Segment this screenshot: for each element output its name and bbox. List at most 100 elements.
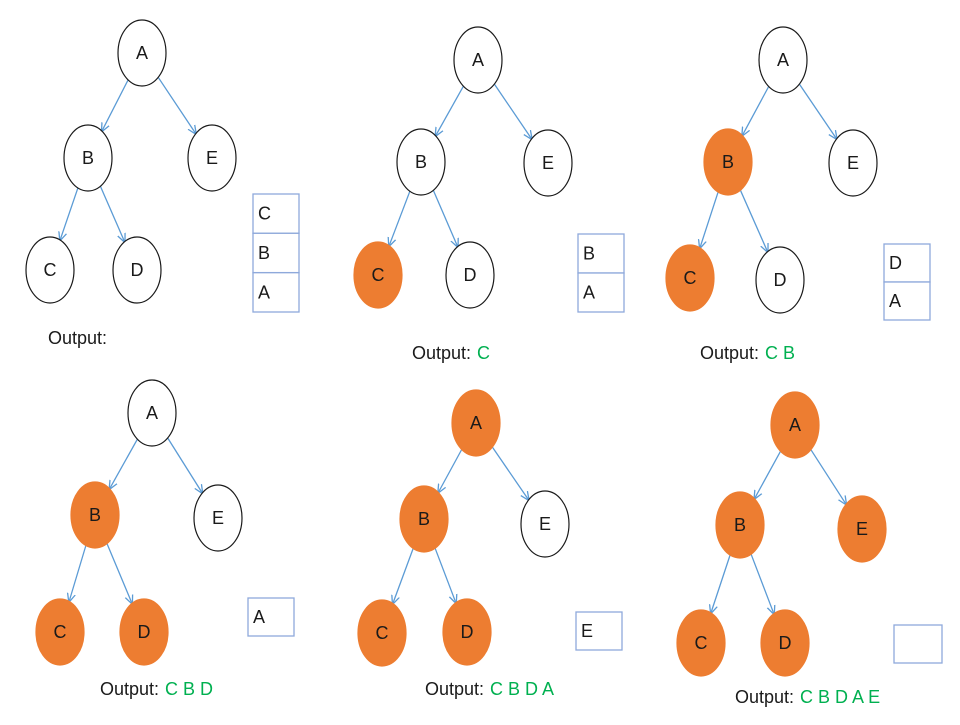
node-label: D [131,260,144,280]
edge-b-c [389,190,411,246]
tree-node-d: D [755,246,805,314]
unvisited-node-shape [445,241,495,309]
node-label: E [542,153,554,173]
output-prefix: Output: [425,679,484,699]
unvisited-node-shape [127,379,177,447]
tree-node-a: A [453,26,503,94]
tree-node-e: E [523,129,573,197]
output-line: Output:C [412,343,490,363]
tree-node-a: A [127,379,177,447]
output-line: Output:C B [700,343,795,363]
stack-item-label: C [258,204,271,224]
visited-node-shape [837,495,887,563]
tree-node-e: E [520,490,570,558]
stack: A [247,597,295,637]
node-label: C [376,623,389,643]
unvisited-node-shape [112,236,162,304]
tree-node-a: A [770,391,820,459]
stack: E [575,611,623,651]
stack-item-label: A [889,291,901,311]
visited-node-shape [35,598,85,666]
stack: DA [883,243,931,321]
tree-node-d: D [445,241,495,309]
stack-item-label: D [889,253,902,273]
node-label: A [470,413,482,433]
visited-node-shape [703,128,753,196]
edge-a-e [157,76,196,133]
node-label: B [89,505,101,525]
stack-cell [252,193,300,234]
output-line: Output:C B D A [425,679,554,699]
output-prefix: Output: [100,679,159,699]
visited-node-shape [665,244,715,312]
visited-node-shape [770,391,820,459]
unvisited-node-shape [396,128,446,196]
tree-node-b: B [715,491,765,559]
traversal-step-5: A B E C D E Output:C B D A [357,389,623,699]
node-label: A [136,43,148,63]
tree-node-c: C [353,241,403,309]
output-sequence: C B D A E [800,687,880,707]
node-label: D [779,633,792,653]
output-line: Output:C B D A E [735,687,880,707]
visited-node-shape [119,598,169,666]
traversal-step-6: AB E C D Output:C B D A E [676,391,943,707]
edge-a-e [810,449,846,505]
node-label: D [464,265,477,285]
edge-b-c [69,545,87,602]
edge-b-d [432,190,457,246]
tree-node-b: B [70,481,120,549]
edge-b-c [711,554,731,613]
edge-a-e [167,437,203,493]
node-label: C [684,268,697,288]
tree-node-e: E [837,495,887,563]
edge-b-c [60,187,79,240]
node-label: B [415,152,427,172]
stack-cell [252,232,300,274]
tree-node-c: C [357,599,407,667]
tree-node-b: B [63,124,113,192]
node-label: E [539,514,551,534]
tree-node-b: B [703,128,753,196]
visited-node-shape [442,598,492,666]
unvisited-node-shape [520,490,570,558]
stack-item-label: B [258,243,270,263]
output-sequence: C B [765,343,795,363]
node-label: A [777,50,789,70]
visited-node-shape [357,599,407,667]
unvisited-node-shape [63,124,113,192]
unvisited-node-shape [193,484,243,552]
tree-node-c: C [25,236,75,304]
unvisited-node-shape [25,236,75,304]
output-line: Output:C B D [100,679,213,699]
unvisited-node-shape [117,19,167,87]
stack-item-label: E [581,621,593,641]
output-sequence: C [477,343,490,363]
node-label: C [372,265,385,285]
tree-node-b: B [396,128,446,196]
tree-node-c: C [35,598,85,666]
stack [893,624,943,664]
tree-node-d: D [112,236,162,304]
unvisited-node-shape [523,129,573,197]
edge-a-b [755,450,782,498]
tree-node-a: A [451,389,501,457]
tree-node-d: D [760,609,810,677]
node-label: E [856,519,868,539]
edge-a-b [110,438,138,489]
visited-node-shape [353,241,403,309]
edge-b-d [750,553,774,614]
node-label: C [54,622,67,642]
visited-node-shape [715,491,765,559]
edge-a-b [102,79,129,131]
node-label: D [461,622,474,642]
node-label: C [695,633,708,653]
stack-cell [883,281,931,321]
unvisited-node-shape [453,26,503,94]
node-label: B [418,509,430,529]
stack-item-label: A [258,282,270,302]
